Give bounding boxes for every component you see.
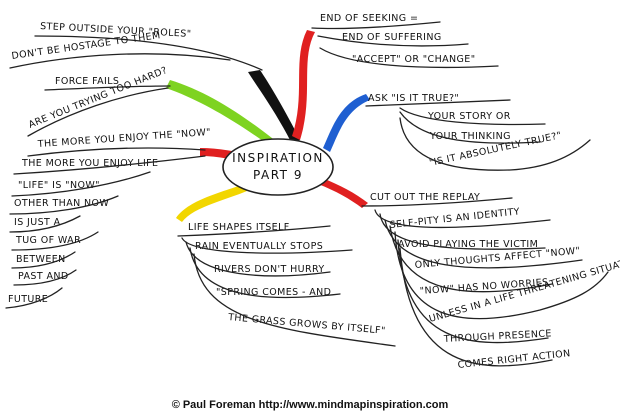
label-avoid-victim: AVOID PLAYING THE VICTIM <box>398 239 538 250</box>
underline-rain <box>181 237 353 254</box>
branch-ask <box>323 94 370 152</box>
label-accept-or-change: "ACCEPT" OR "CHANGE" <box>352 54 475 65</box>
label-right-action: COMES RIGHT ACTION <box>457 348 571 371</box>
label-rivers: RIVERS DON'T HURRY <box>214 264 325 275</box>
label-life-is-now: "LIFE" IS "NOW" <box>18 180 100 191</box>
branch-life <box>176 180 258 222</box>
label-trying-too-hard: ARE YOU TRYING TOO HARD? <box>27 65 169 131</box>
center-title-line1: INSPIRATION <box>232 151 324 165</box>
label-other-than-now: OTHER THAN NOW <box>14 198 109 209</box>
underline-life-is-now <box>11 171 151 197</box>
underline-past-and <box>13 269 77 286</box>
underline-between <box>11 251 76 269</box>
underline-ask <box>365 99 511 107</box>
underline-thinking <box>399 111 541 144</box>
footer-credit: © Paul Foreman http://www.mindmapinspira… <box>172 399 449 411</box>
underline-replay <box>361 197 513 207</box>
underline-story <box>399 107 546 126</box>
underline-seeking <box>311 21 441 30</box>
underline-rivers <box>185 241 331 277</box>
underline-victim <box>379 213 546 250</box>
label-past-and: PAST AND <box>18 271 69 282</box>
branch-force <box>166 80 282 152</box>
underline-other-than-now <box>9 195 119 215</box>
underline-future <box>5 287 63 309</box>
underline-accept <box>319 47 499 69</box>
underline-tug-of-war <box>11 231 99 251</box>
label-tug-of-war: TUG OF WAR <box>15 235 81 246</box>
label-enjoy-life: THE MORE YOU ENJOY LIFE <box>21 158 158 169</box>
label-life-shapes: LIFE SHAPES ITSELF <box>188 222 290 233</box>
branch-seeking <box>292 30 315 140</box>
underline-is-just-a <box>9 215 81 233</box>
underline-trying <box>27 87 169 137</box>
center-title-line2: PART 9 <box>253 168 303 182</box>
label-is-just-a: IS JUST A <box>14 217 61 228</box>
underline-self-pity <box>374 209 551 229</box>
underline-suffering <box>317 35 469 47</box>
underline-right-action <box>399 247 553 367</box>
underline-threatening <box>394 231 609 320</box>
underline-hostage <box>9 53 231 69</box>
label-force-fails: FORCE FAILS <box>55 76 119 87</box>
branch-replay <box>318 178 368 208</box>
branch-roles <box>248 70 300 144</box>
label-ask-is-it-true: ASK "IS IT TRUE?" <box>368 93 459 104</box>
label-end-of-seeking: END OF SEEKING = <box>320 13 418 24</box>
label-your-thinking: YOUR THINKING <box>429 131 511 142</box>
underline-life-shapes <box>177 225 331 237</box>
label-end-of-suffering: END OF SUFFERING <box>342 32 442 43</box>
underline-absolutely <box>399 117 591 171</box>
underline-roles <box>34 35 263 71</box>
underline-enjoy-now <box>27 147 206 157</box>
center-node <box>222 138 334 196</box>
underline-force <box>44 85 171 91</box>
label-cut-out-replay: CUT OUT THE REPLAY <box>370 192 480 203</box>
label-your-story: YOUR STORY OR <box>427 111 511 122</box>
label-hostage: DON'T BE HOSTAGE TO THEM <box>11 30 161 62</box>
label-between: BETWEEN <box>16 254 66 265</box>
label-future: FUTURE <box>8 294 48 305</box>
label-spring-comes: "SPRING COMES - AND <box>216 287 331 298</box>
label-enjoy-now: THE MORE YOU ENJOY THE "NOW" <box>36 127 211 150</box>
underline-enjoy-life <box>13 155 206 175</box>
underline-grass <box>193 253 396 347</box>
label-rain-stops: RAIN EVENTUALLY STOPS <box>195 241 323 252</box>
